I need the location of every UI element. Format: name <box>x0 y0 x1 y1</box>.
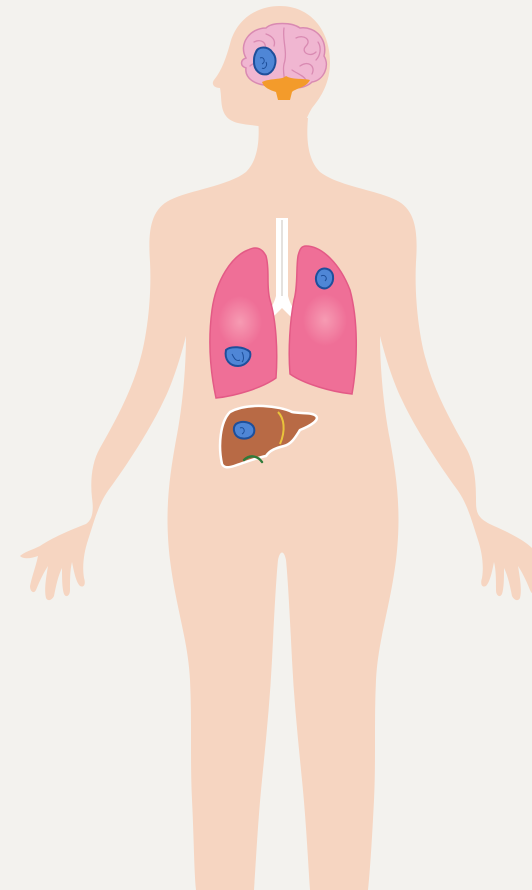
lesion-right-lung-lower <box>226 347 251 366</box>
lesion-left-lung-upper <box>316 269 333 289</box>
